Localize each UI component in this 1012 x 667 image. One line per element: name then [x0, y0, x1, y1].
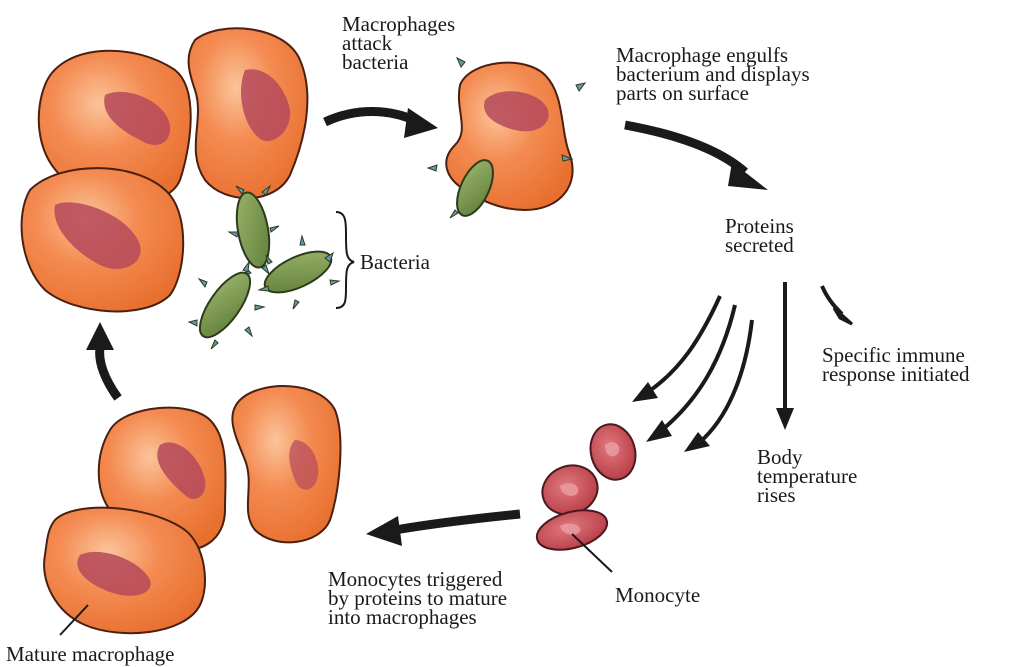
label-monocyte: Monocyte [615, 586, 700, 605]
macrophage-cell [189, 28, 308, 198]
arrow-to-mature [395, 514, 520, 530]
macrophage-cell [22, 168, 184, 311]
label-specific-immune: Specific immune response initiated [822, 346, 970, 384]
mature-macrophage-cell [44, 508, 205, 634]
arrow-to-monocytes-1 [648, 296, 720, 392]
label-bacteria: Bacteria [360, 253, 430, 272]
label-proteins-secreted: Proteins secreted [725, 217, 794, 255]
label-body-temperature: Body temperature rises [757, 448, 857, 505]
label-macrophage-engulfs: Macrophage engulfs bacterium and display… [616, 46, 810, 103]
label-monocytes-triggered: Monocytes triggered by proteins to matur… [328, 570, 507, 627]
arrow-to-proteins [625, 125, 745, 172]
bacteria-brace [336, 212, 354, 308]
macrophage-cell [232, 386, 340, 542]
arrow-to-cluster [100, 348, 118, 398]
monocyte-cell [533, 503, 612, 556]
arrow-to-engulfing [325, 112, 418, 123]
label-mature-macrophage: Mature macrophage [6, 645, 175, 664]
label-macrophages-attack: Macrophages attack bacteria [342, 15, 455, 72]
bacterium [189, 262, 264, 349]
arrow-to-specific-immune [822, 286, 842, 314]
engulfing-macrophage [428, 58, 585, 221]
bacterium [229, 186, 279, 277]
bacterium [259, 236, 339, 309]
